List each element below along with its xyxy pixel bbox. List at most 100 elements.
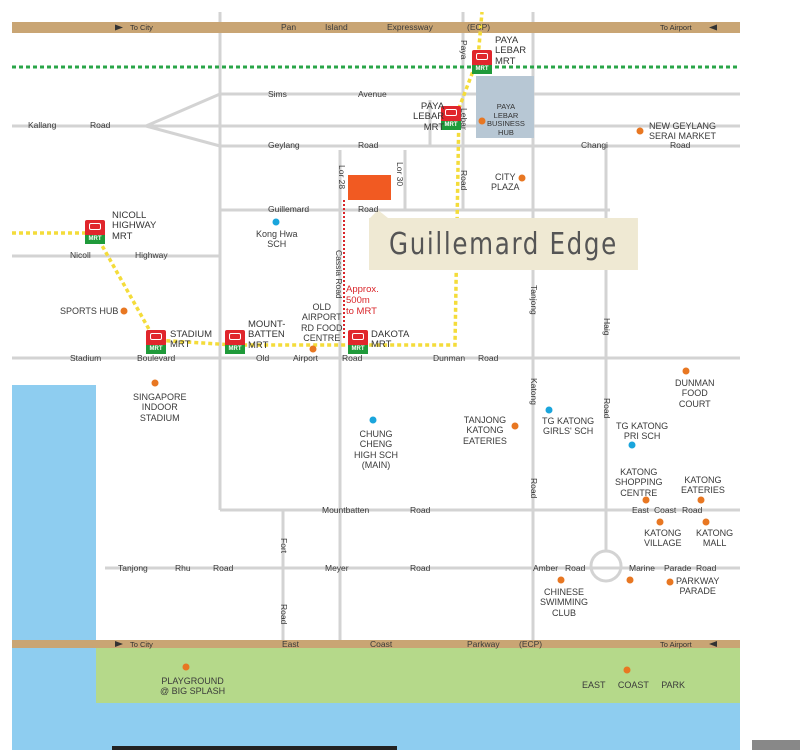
arrow-left-icon [115, 24, 123, 31]
poi-paya-lebar-hub: PAYA LEBAR BUSINESS HUB [487, 102, 525, 137]
pie-name-3: Expressway [387, 22, 433, 32]
ecp-name-3: Parkway [467, 639, 500, 649]
poi-katong-eateries: KATONG EATERIES [681, 475, 725, 496]
ecp-to-airport: To Airport [660, 640, 692, 649]
road-changi-2: Road [670, 140, 691, 150]
road-east-coast-3: Road [682, 505, 703, 515]
distance-note: Approx. 500m to MRT [346, 284, 379, 317]
road-nicoll-1: Nicoll [70, 250, 91, 260]
mrt-icon: MRT [146, 330, 166, 354]
school-dots [272, 218, 636, 449]
mrt-icon: MRT [472, 50, 492, 74]
station-nicoll: NICOLL HIGHWAY MRT [112, 210, 157, 242]
bottom-bar-right [752, 740, 800, 750]
road-dunman-1: Dunman [433, 353, 466, 363]
banner-pointer [370, 210, 388, 218]
road-oar-3: Road [342, 353, 363, 363]
road-paya-lebar-1: Paya [459, 40, 469, 60]
station-paya-lebar: PAYA LEBAR MRT [413, 101, 445, 133]
poi-kong-hwa: Kong Hwa SCH [256, 229, 298, 250]
road-kallang-2: Road [90, 120, 111, 130]
road-amber-1: Amber [533, 563, 559, 573]
road-changi-1: Changi [581, 140, 608, 150]
poi-oar-food: OLD AIRPORT RD FOOD CENTRE [301, 302, 343, 344]
road-geylang-2: Road [358, 140, 379, 150]
poi-parkway-parade: PARKWAY PARADE [676, 576, 720, 597]
poi-dunman-food: DUNMAN FOOD COURT [675, 378, 715, 409]
pie-to-city: To City [130, 23, 153, 32]
road-meyer-1: Meyer [325, 563, 349, 573]
road-fort-2: Road [279, 604, 289, 625]
ecp-name-2: Coast [370, 639, 393, 649]
poi-katong-mall: KATONG MALL [696, 528, 734, 549]
station-stadium: STADIUM MRT [170, 329, 213, 351]
road-oar-2: Airport [293, 353, 319, 363]
business-hub-block [476, 76, 534, 138]
road-oar-1: Old [256, 353, 270, 363]
poi-katong-shopping: KATONG SHOPPING CENTRE [615, 467, 663, 498]
road-mountbatten-2: Road [410, 505, 431, 515]
station-paya-lebar-top: PAYA LEBAR MRT [495, 35, 527, 67]
roundabout [589, 549, 623, 583]
road-sims-2: Avenue [358, 89, 387, 99]
poi-tg-katong-pri: TG KATONG PRI SCH [616, 421, 669, 442]
road-geylang-1: Geylang [268, 140, 300, 150]
development-site [348, 175, 391, 200]
road-paya-lebar-3: Road [459, 170, 469, 191]
road-sims-1: Sims [268, 89, 287, 99]
mrt-circle-line [12, 11, 484, 347]
road-amber-2: Road [565, 563, 586, 573]
road-meyer-2: Road [410, 563, 431, 573]
mrt-icon: MRT [348, 330, 368, 354]
road-east-coast-2: Coast [654, 505, 677, 515]
road-east-coast-1: East [632, 505, 650, 515]
road-lor30: Lor 30 [395, 162, 405, 187]
road-kallang-1: Kallang [28, 120, 57, 130]
road-haig-1: Haig [602, 318, 612, 336]
road-lor28: Lor 28 [337, 165, 347, 190]
poi-chinese-swimming: CHINESE SWIMMING CLUB [540, 587, 588, 618]
arrow-right-icon [709, 641, 717, 647]
pie-name-2: Island [325, 22, 348, 32]
ecp-to-city: To City [130, 640, 153, 649]
road-marine-2: Parade [664, 563, 692, 573]
road-tanjong-rhu-2: Rhu [175, 563, 191, 573]
poi-tanjong-katong-eateries: TANJONG KATONG EATERIES [463, 415, 507, 446]
poi-playground: PLAYGROUND @ BIG SPLASH [160, 676, 226, 697]
bottom-bar [112, 746, 397, 750]
ecp-name-4: (ECP) [519, 639, 543, 649]
road-tanjong-katong-2: Katong [529, 378, 539, 405]
pie-to-airport: To Airport [660, 23, 692, 32]
road-cassia: Cassia Road [334, 250, 344, 299]
poi-east-coast-park: EAST COAST PARK [582, 680, 686, 690]
road-tanjong-katong-3: Road [529, 478, 539, 499]
road-guillemard-1: Guillemard [268, 204, 310, 214]
road-mountbatten-1: Mountbatten [322, 505, 370, 515]
mrt-icon: MRT [85, 220, 105, 244]
pie-expressway [12, 22, 740, 33]
poi-sports-hub: SPORTS HUB [60, 306, 119, 316]
poi-tg-katong-girls: TG KATONG GIRLS' SCH [542, 416, 595, 437]
page-title: Guillemard Edge [369, 218, 638, 270]
arrow-left-icon [115, 641, 123, 647]
poi-katong-village: KATONG VILLAGE [644, 528, 682, 549]
mrt-icon: MRT [225, 330, 245, 354]
pie-name-4: (ECP) [467, 22, 491, 32]
road-marine-1: Marine [629, 563, 655, 573]
arrow-right-icon [709, 24, 717, 31]
road-guillemard-2: Road [358, 204, 379, 214]
road-tanjong-rhu-3: Road [213, 563, 234, 573]
road-marine-3: Road [696, 563, 717, 573]
ecp-expressway [12, 640, 740, 648]
poi-new-geylang: NEW GEYLANG SERAI MARKET [649, 121, 717, 142]
poi-city-plaza: CITY PLAZA [491, 172, 520, 193]
pie-name-1: Pan [281, 22, 297, 32]
poi-dots [120, 117, 710, 674]
ecp-name-1: East [282, 639, 300, 649]
poi-singapore-indoor: SINGAPORE INDOOR STADIUM [133, 392, 187, 423]
road-tanjong-rhu-1: Tanjong [118, 563, 148, 573]
east-coast-park-area [96, 648, 740, 703]
station-mountbatten: MOUNT- BATTEN MRT [248, 319, 286, 351]
